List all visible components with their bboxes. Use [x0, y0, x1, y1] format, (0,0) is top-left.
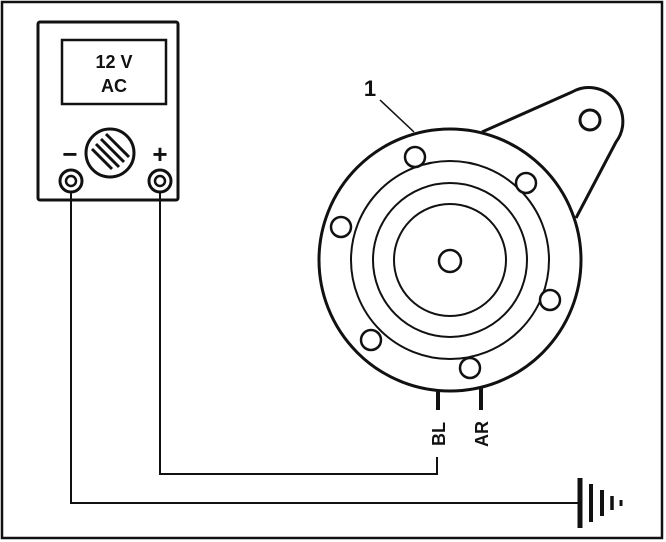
meter-reading-line1: 12 V — [95, 52, 132, 72]
negative-terminal[interactable] — [58, 168, 84, 194]
terminal-bl-label: BL — [429, 422, 449, 446]
meter-display — [60, 38, 168, 106]
horn-diaphragm — [372, 182, 528, 338]
positive-terminal[interactable] — [147, 168, 173, 194]
terminal-ar-label: AR — [472, 421, 492, 447]
positive-terminal-symbol: + — [152, 139, 167, 169]
rivet — [403, 145, 427, 169]
rivet — [538, 288, 562, 312]
horn-rivets — [329, 145, 562, 380]
selector-knob[interactable] — [84, 127, 136, 179]
bracket-mounting-hole — [578, 108, 602, 132]
horn-callout-number: 1 — [364, 76, 376, 101]
horn: 1 BL AR — [317, 76, 625, 447]
rivet — [329, 215, 353, 239]
horn-callout-leader — [379, 99, 415, 133]
meter-reading-line2: AC — [101, 76, 127, 96]
negative-test-lead — [70, 192, 578, 504]
rivet — [514, 171, 538, 195]
negative-terminal-symbol: − — [62, 139, 77, 169]
positive-test-lead — [159, 192, 438, 475]
horn-diaphragm-center — [393, 203, 507, 317]
horn-inner-ring — [350, 160, 550, 360]
ground-symbol — [577, 478, 623, 528]
multimeter: 12 V AC − + — [36, 20, 180, 202]
rivet — [458, 356, 482, 380]
rivet — [359, 328, 383, 352]
horn-center-hub — [437, 248, 463, 274]
